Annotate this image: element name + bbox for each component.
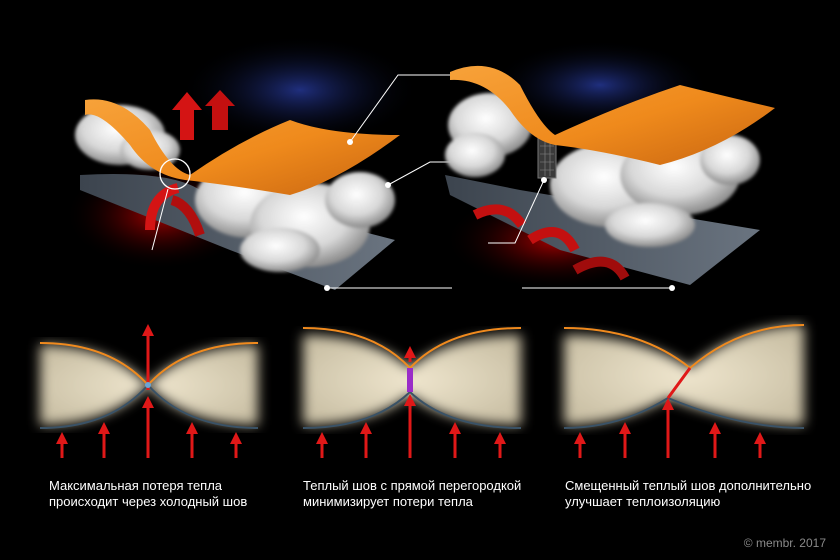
heat-arrows-panel-2 [316, 346, 506, 458]
shell-leader-dot [347, 139, 353, 145]
outer-shell-fabric [450, 65, 775, 165]
caption-cold-seam: Максимальная потеря тепла происходит чер… [49, 478, 248, 509]
down-leader-dot [385, 182, 391, 188]
liner-leader-dot [669, 285, 675, 291]
heat-loss-arrow-icon [172, 92, 202, 140]
cross-section-cold-seam [39, 324, 259, 458]
outer-shell-line [302, 327, 522, 370]
offset-seam-baffle [666, 367, 692, 399]
heat-arrows-panel-1 [56, 324, 242, 458]
inner-liner-fabric [445, 175, 760, 285]
partition-leader-dot [541, 177, 547, 183]
baffle-mesh [540, 140, 554, 176]
warm-seam-3d-illustration [445, 40, 775, 291]
copyright-credit: © membr. 2017 [743, 536, 826, 550]
warm-air-arrow [472, 204, 527, 229]
down-insulation-right [445, 93, 760, 247]
heat-loss-arrow-icon [205, 90, 235, 130]
cold-air-glow [180, 35, 420, 145]
liner-leader-dot [324, 285, 330, 291]
seam-callout-line [151, 188, 169, 251]
down-insulation-left [75, 105, 395, 272]
warm-air-arrow [170, 195, 205, 237]
inner-liner-line [302, 390, 522, 429]
seam-callout-circle [159, 158, 191, 190]
caption-warm-seam: Теплый шов с прямой перегородкой минимиз… [303, 478, 522, 509]
warm-air-arrow [527, 227, 580, 253]
cross-section-warm-seam-straight [302, 324, 522, 458]
cross-section-offset-warm-seam [563, 324, 805, 458]
outer-shell-fabric [85, 99, 400, 195]
heat-arrows-panel-3 [574, 398, 766, 458]
partition-leader-line [488, 179, 545, 244]
cold-seam-3d-illustration [65, 35, 498, 291]
caption-offset-seam: Смещенный теплый шов дополнительно улучш… [565, 478, 812, 509]
cold-seam-point [145, 382, 151, 388]
warm-air-arrow [572, 256, 630, 281]
baffle-partition [407, 368, 413, 392]
